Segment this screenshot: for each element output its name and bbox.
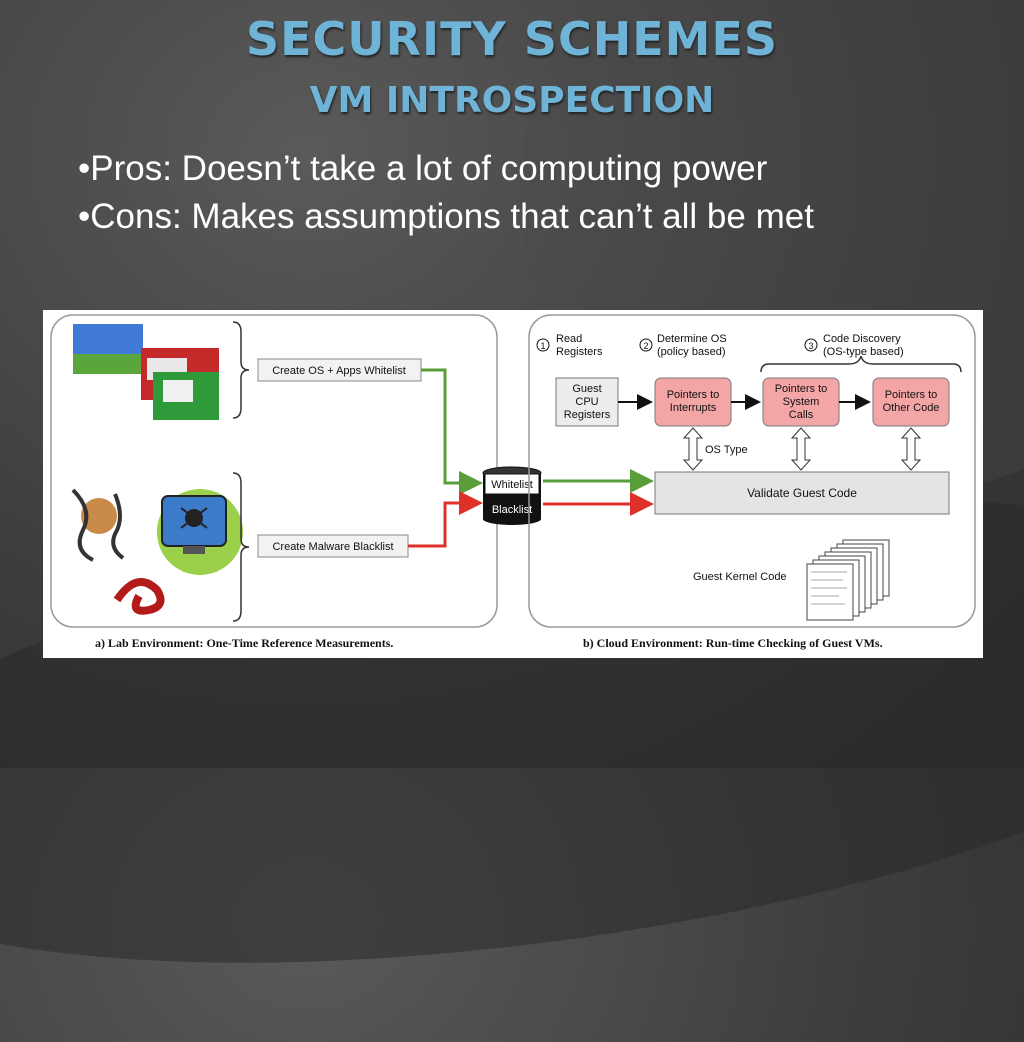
malware-images bbox=[71, 488, 243, 615]
step2-number: 2 bbox=[643, 341, 648, 351]
bullet-cons: •Cons: Makes assumptions that can’t all … bbox=[78, 197, 814, 236]
guest-cpu-line1: Guest bbox=[572, 383, 601, 395]
guest-cpu-line2: CPU bbox=[575, 396, 598, 408]
step1-line2: Registers bbox=[556, 346, 603, 358]
double-arrow-other bbox=[900, 427, 922, 471]
cloud-caption: b) Cloud Environment: Run-time Checking … bbox=[583, 636, 883, 650]
validate-label: Validate Guest Code bbox=[747, 486, 857, 500]
step1-circle bbox=[536, 338, 550, 352]
kernel-code-label: Guest Kernel Code bbox=[693, 571, 787, 583]
step3-line2: (OS-type based) bbox=[823, 346, 904, 358]
whitelist-box-label: Create OS + Apps Whitelist bbox=[272, 365, 406, 377]
validate-box bbox=[654, 471, 950, 515]
other-code-line2: Other Code bbox=[883, 402, 940, 414]
cloud-panel bbox=[528, 314, 976, 628]
lab-caption: a) Lab Environment: One-Time Reference M… bbox=[95, 636, 393, 650]
slide-title: SECURITY SCHEMES bbox=[245, 12, 779, 66]
database-whitelist-label: Whitelist bbox=[491, 479, 533, 491]
guest-cpu-box bbox=[555, 377, 619, 427]
other-code-box bbox=[872, 377, 950, 427]
blacklist-box-label: Create Malware Blacklist bbox=[272, 541, 393, 553]
database-blacklist-label: Blacklist bbox=[492, 504, 532, 516]
syscalls-line3: Calls bbox=[789, 409, 814, 421]
interrupts-line2: Interrupts bbox=[670, 402, 717, 414]
bullet-pros: •Pros: Doesn’t take a lot of computing p… bbox=[78, 149, 768, 188]
whitelist-arrow bbox=[421, 368, 483, 495]
syscalls-line1: Pointers to bbox=[775, 383, 828, 395]
brace-os bbox=[232, 321, 250, 419]
syscalls-line2: System bbox=[783, 396, 820, 408]
slide-subtitle: VM INTROSPECTION bbox=[309, 80, 715, 121]
introspection-diagram: Create OS + Apps Whitelist Create Malwar… bbox=[43, 310, 983, 658]
other-code-line1: Pointers to bbox=[885, 389, 938, 401]
kernel-code-pages-icon bbox=[806, 539, 890, 621]
step2-line1: Determine OS bbox=[657, 333, 727, 345]
interrupts-line1: Pointers to bbox=[667, 389, 720, 401]
database-cylinder bbox=[482, 466, 542, 525]
double-arrow-syscalls bbox=[790, 427, 812, 471]
step2-circle bbox=[639, 338, 653, 352]
code-discovery-brace bbox=[760, 355, 962, 373]
step3-circle bbox=[804, 338, 818, 352]
brace-malware bbox=[232, 472, 250, 622]
step3-line1: Code Discovery bbox=[823, 333, 901, 345]
step1-line1: Read bbox=[556, 333, 582, 345]
step1-number: 1 bbox=[540, 341, 545, 351]
double-arrow-interrupts bbox=[682, 427, 704, 471]
step3-number: 3 bbox=[808, 341, 813, 351]
os-type-label: OS Type bbox=[705, 444, 748, 456]
guest-cpu-line3: Registers bbox=[564, 409, 611, 421]
blacklist-arrow bbox=[408, 491, 483, 548]
os-screenshots-image bbox=[73, 324, 219, 420]
bullet-list: •Pros: Doesn’t take a lot of computing p… bbox=[78, 145, 814, 241]
step2-line2: (policy based) bbox=[657, 346, 725, 358]
diagram-svg: Create OS + Apps Whitelist Create Malwar… bbox=[50, 314, 976, 650]
